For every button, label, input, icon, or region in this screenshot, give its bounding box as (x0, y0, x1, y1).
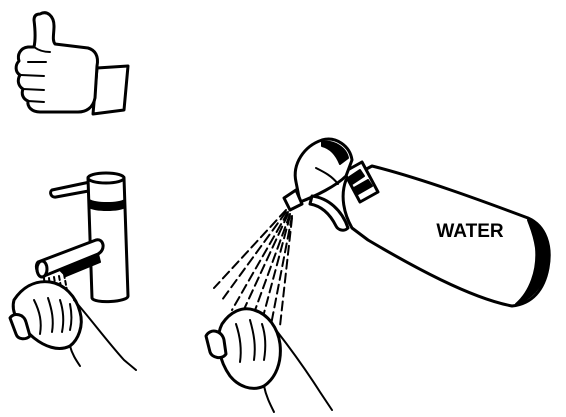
bottle-label-text: WATER (436, 221, 503, 242)
thumbs-up-icon (16, 13, 128, 114)
hand-with-cloth-right (206, 309, 332, 412)
spray-bottle-icon: WATER (284, 139, 549, 306)
